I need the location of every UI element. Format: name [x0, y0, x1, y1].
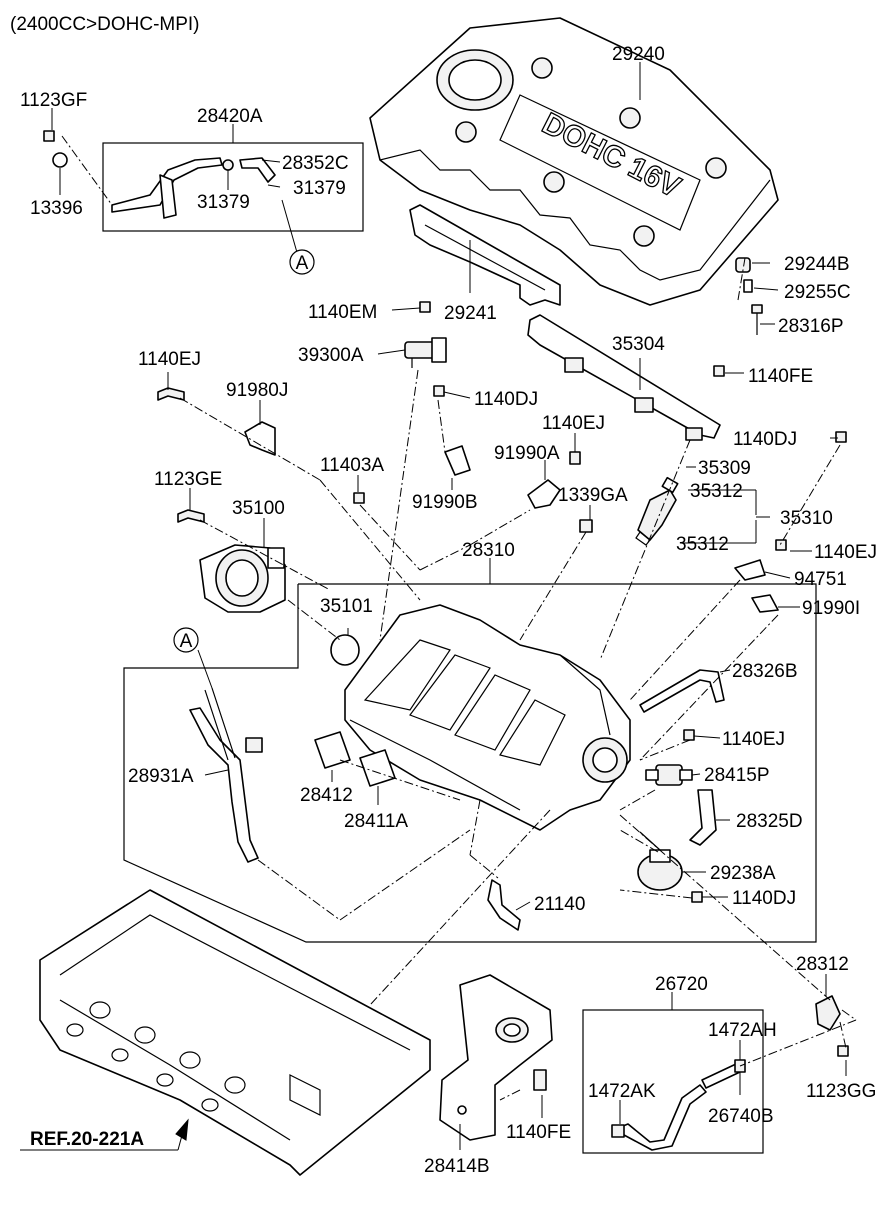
cylinder-head-reference: [39, 889, 431, 1176]
engine-spec-header: (2400CC>DOHC-MPI): [10, 14, 200, 35]
part-label-28411A: 28411A: [344, 811, 408, 832]
bolt-fasteners[interactable]: [157, 301, 849, 1091]
part-label-91990I: 91990I: [802, 598, 860, 619]
part-labels: 1123GF 13396 28420A 28352C 31379 31379 2…: [20, 44, 877, 1177]
part-label-28316P: 28316P: [778, 316, 844, 337]
part-label-28420A: 28420A: [197, 106, 263, 127]
bracket-91980J[interactable]: [244, 421, 276, 456]
part-label-29241: 29241: [444, 303, 497, 324]
cover-grommet[interactable]: [735, 257, 763, 335]
part-label-1140EJ-mid: 1140EJ: [542, 413, 605, 434]
part-label-28412: 28412: [300, 785, 353, 806]
part-label-26740B: 26740B: [708, 1106, 774, 1127]
vacuum-actuator[interactable]: [637, 831, 683, 891]
part-label-29255C: 29255C: [784, 282, 851, 303]
part-label-29240: 29240: [612, 44, 665, 65]
part-label-28352C: 28352C: [282, 153, 349, 174]
callout-marker-a-bottom-label: A: [180, 631, 193, 652]
part-label-35101: 35101: [320, 596, 373, 617]
pcv-hose[interactable]: [189, 707, 259, 863]
engine-cover[interactable]: DOHC 16V: [369, 17, 779, 306]
part-label-11403A: 11403A: [320, 455, 384, 476]
part-label-28326B: 28326B: [732, 661, 798, 682]
vacuum-pipe-box: [582, 1009, 764, 1154]
part-label-1123GF: 1123GF: [20, 90, 87, 111]
throttle-body[interactable]: [199, 544, 286, 613]
part-label-28931A: 28931A: [128, 766, 194, 787]
part-label-1140EJ-left: 1140EJ: [138, 349, 201, 370]
manifold-gasket[interactable]: [314, 731, 396, 787]
part-label-28414B: 28414B: [424, 1156, 490, 1177]
part-label-35312-lower: 35312: [676, 534, 729, 555]
part-label-91980J: 91980J: [226, 380, 288, 401]
part-label-35309: 35309: [698, 458, 751, 479]
breather-bolt[interactable]: [43, 130, 55, 142]
bracket-94751[interactable]: [734, 559, 766, 581]
part-label-1140DJ-right: 1140DJ: [733, 429, 797, 450]
part-label-28310: 28310: [462, 540, 515, 561]
part-label-1140EM: 1140EM: [308, 302, 377, 323]
leader-lines: [20, 62, 847, 1151]
part-label-1140DJ-low: 1140DJ: [732, 888, 796, 909]
part-label-1140FE-top: 1140FE: [748, 366, 813, 387]
part-label-26720: 26720: [655, 974, 708, 995]
part-label-28325D: 28325D: [736, 811, 803, 832]
bracket-91990A[interactable]: [527, 479, 561, 509]
part-label-13396: 13396: [30, 198, 83, 219]
vacuum-pipe[interactable]: [611, 1059, 746, 1151]
breather-grommet[interactable]: [52, 152, 68, 168]
breather-pipe[interactable]: [111, 157, 276, 219]
part-label-91990B: 91990B: [412, 492, 478, 513]
part-label-1472AK: 1472AK: [588, 1081, 656, 1102]
map-sensor[interactable]: [487, 879, 521, 931]
part-label-35310: 35310: [780, 508, 833, 529]
camshaft-sensor[interactable]: [404, 337, 447, 368]
part-label-28312: 28312: [796, 954, 849, 975]
part-label-91990A: 91990A: [494, 443, 560, 464]
intake-manifold[interactable]: [344, 604, 631, 831]
part-label-28415P: 28415P: [704, 765, 770, 786]
part-label-94751: 94751: [794, 569, 847, 590]
part-label-35304: 35304: [612, 334, 665, 355]
part-label-1339GA: 1339GA: [558, 485, 628, 506]
temperature-sensor[interactable]: [815, 995, 841, 1031]
bracket-91990B[interactable]: [444, 445, 471, 476]
part-label-1472AH: 1472AH: [708, 1020, 777, 1041]
callout-marker-a-bottom: [173, 627, 199, 653]
reference-label: REF.20-221A: [30, 1129, 144, 1150]
throttle-body-gasket[interactable]: [330, 634, 360, 666]
part-label-31379-right: 31379: [293, 178, 346, 199]
part-label-29238A: 29238A: [710, 863, 776, 884]
part-label-1140FE-low: 1140FE: [506, 1122, 571, 1143]
callout-marker-a-top: [289, 249, 315, 275]
part-label-1140EJ-right: 1140EJ: [814, 542, 877, 563]
assembly-lines: [61, 135, 857, 1101]
manifold-support-bracket[interactable]: [439, 974, 553, 1141]
part-label-1140DJ-mid: 1140DJ: [474, 389, 538, 410]
cover-bracket[interactable]: [409, 204, 561, 306]
part-label-1140EJ-low: 1140EJ: [722, 729, 785, 750]
vacuum-hose-upper[interactable]: [639, 669, 725, 713]
fuel-injector[interactable]: [635, 476, 679, 546]
part-label-29244B: 29244B: [784, 254, 850, 275]
fuel-rail[interactable]: [527, 314, 721, 441]
part-label-31379-left: 31379: [197, 192, 250, 213]
part-label-1123GE: 1123GE: [154, 469, 222, 490]
part-label-1123GG: 1123GG: [806, 1081, 876, 1102]
vacuum-hose-lower[interactable]: [689, 789, 717, 846]
bracket-91990I[interactable]: [751, 594, 779, 613]
part-label-35312-upper: 35312: [690, 481, 743, 502]
part-label-35100: 35100: [232, 498, 285, 519]
manifold-assembly-boundary: [123, 583, 817, 943]
part-label-39300A: 39300A: [298, 345, 364, 366]
callout-marker-a-top-label: A: [296, 253, 309, 274]
purge-solenoid-valve[interactable]: [645, 764, 693, 786]
part-label-21140: 21140: [534, 894, 585, 915]
